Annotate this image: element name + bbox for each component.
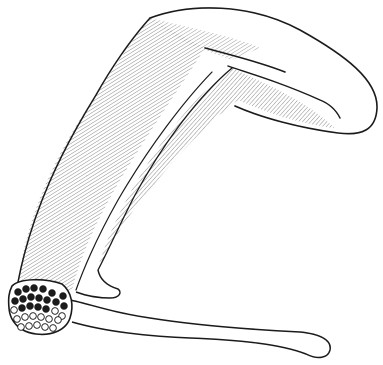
open-dot bbox=[30, 313, 37, 320]
open-dot bbox=[18, 324, 25, 331]
lower-bar bbox=[70, 300, 330, 357]
filled-dot bbox=[36, 295, 43, 302]
open-dot bbox=[22, 314, 29, 321]
filled-dot bbox=[53, 299, 60, 306]
open-dot bbox=[42, 324, 49, 331]
filled-dot bbox=[35, 304, 42, 311]
filled-dot bbox=[20, 296, 27, 303]
filled-dot bbox=[19, 305, 26, 312]
open-dot bbox=[38, 314, 45, 321]
open-dot bbox=[52, 308, 59, 315]
filled-dot bbox=[43, 306, 50, 313]
filled-dot bbox=[15, 289, 22, 296]
open-dot bbox=[55, 317, 62, 324]
filled-dot bbox=[44, 297, 51, 304]
filled-dot bbox=[31, 285, 38, 292]
filled-dot bbox=[23, 286, 30, 293]
filled-dot bbox=[40, 286, 47, 293]
filled-dot bbox=[60, 293, 67, 300]
open-dot bbox=[11, 307, 18, 314]
open-dot bbox=[14, 316, 21, 323]
filled-dot bbox=[28, 294, 35, 301]
filled-dot bbox=[12, 298, 19, 305]
filled-dot bbox=[61, 303, 68, 310]
open-dot bbox=[34, 322, 41, 329]
open-dot bbox=[26, 323, 33, 330]
open-dot bbox=[46, 316, 53, 323]
filled-dot bbox=[49, 290, 56, 297]
filled-dot bbox=[27, 303, 34, 310]
open-dot bbox=[50, 325, 57, 332]
